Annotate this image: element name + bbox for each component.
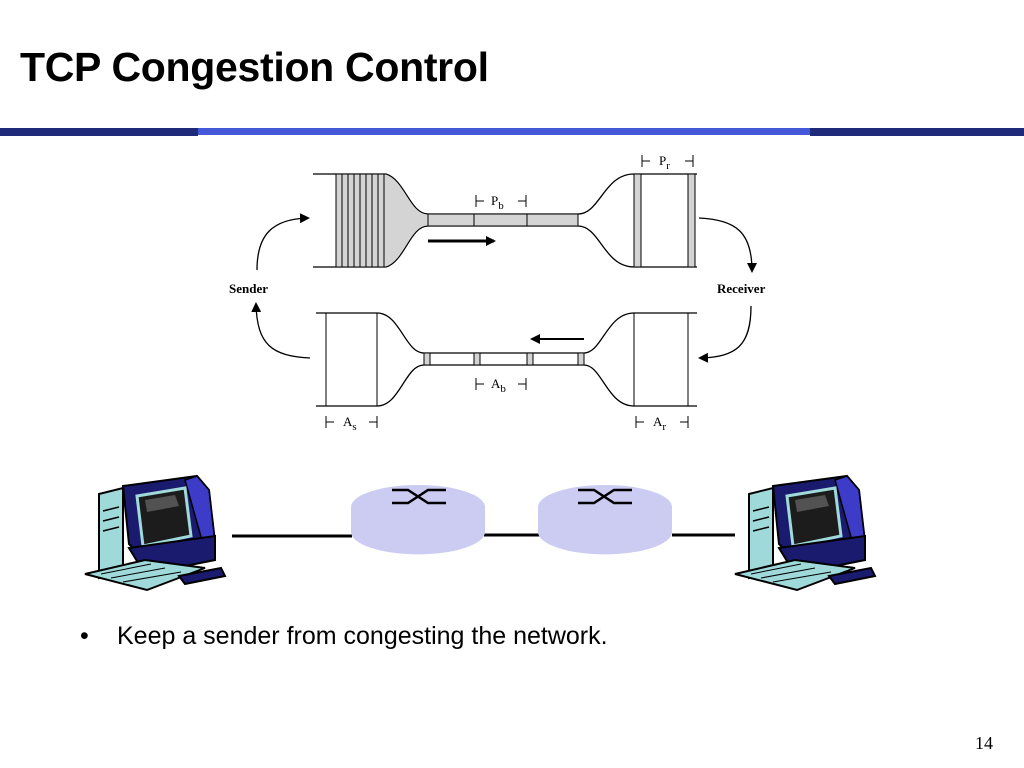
title-rule-highlight [198,128,810,135]
bullet-text: Keep a sender from congesting the networ… [117,622,608,650]
sender-in-arrow [251,302,311,359]
receiver-packets [633,173,696,268]
ack-pipe [316,312,697,407]
ab-label: Ab [491,376,506,395]
router-2 [538,485,672,555]
ar-dimension [635,416,689,428]
receiver-in-arrow [698,217,757,273]
receiver-label: Receiver [717,281,766,296]
bullet-dot: • [80,622,89,650]
host-computer-right [734,474,877,592]
ack-spacing-lines [325,313,689,406]
page-number: 14 [975,733,993,753]
router-switch-icon [392,488,446,505]
sender-packet-queue [335,173,429,268]
as-label: As [343,414,357,433]
sender-out-arrow [256,213,310,271]
bullet-item: • Keep a sender from congesting the netwo… [80,622,608,651]
slide-title: TCP Congestion Control [20,44,489,90]
receiver-out-arrow [698,305,752,363]
router-switch-icon [578,488,632,505]
pb-dimension [475,195,527,207]
as-dimension [325,416,378,428]
pr-dimension [641,155,694,167]
network-links [232,533,735,538]
ack-markers [423,352,585,366]
pr-label: Pr [659,153,670,172]
ar-label: Ar [653,414,666,433]
sender-label: Sender [229,281,268,296]
host-computer-left [84,474,227,592]
bottleneck-packets [427,213,579,227]
router-1 [351,485,485,555]
title-rule-gap [198,135,810,138]
ab-dimension [475,378,527,390]
pb-label: Pb [491,193,504,212]
